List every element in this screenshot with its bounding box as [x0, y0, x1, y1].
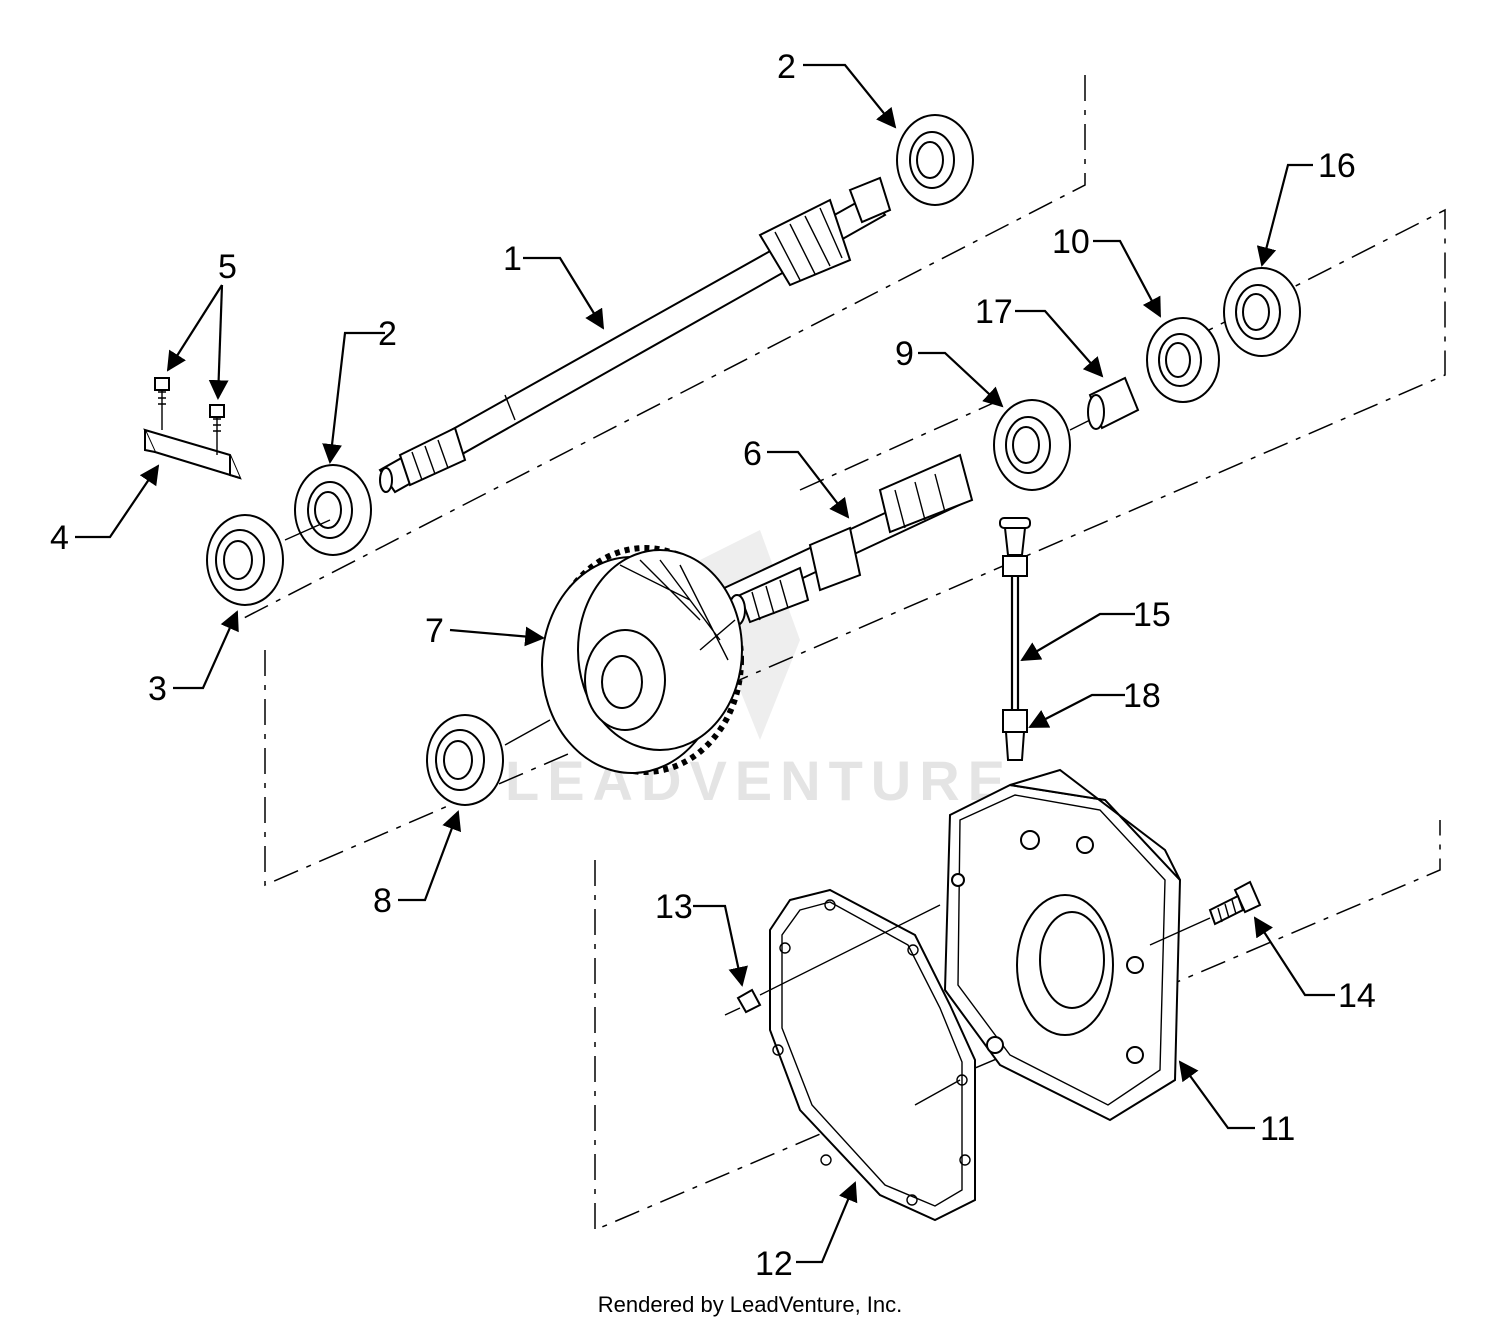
part-13-dowel-pin [724, 904, 941, 1016]
callout-9: 9 [895, 335, 914, 373]
callout-17: 17 [975, 293, 1013, 331]
part-6-countershaft [718, 453, 974, 626]
part-16-bearing [1223, 267, 1301, 357]
assembly-boundary-lines [239, 75, 1446, 1232]
part-10-bearing [1146, 317, 1220, 403]
part-8-bearing [426, 714, 551, 806]
part-18-fill-tube [1002, 709, 1028, 761]
part-7-helical-gear [541, 545, 744, 775]
callout-labels: 1 2 2 3 4 5 6 7 8 9 10 11 12 13 14 15 16… [50, 48, 1376, 1283]
part-1-input-shaft [378, 176, 892, 494]
leader-lines [75, 63, 1335, 1264]
callout-8: 8 [373, 882, 392, 920]
callout-5: 5 [218, 248, 237, 286]
part-3-seal [206, 514, 331, 606]
part-2-bearing-upper [896, 114, 974, 206]
part-17-spacer [1087, 376, 1140, 430]
part-2-bearing-lower [294, 464, 372, 556]
callout-1: 1 [503, 240, 522, 278]
callout-7: 7 [425, 612, 444, 650]
part-5-screws [154, 377, 225, 455]
callout-15: 15 [1133, 596, 1171, 634]
part-12-gasket [769, 888, 976, 1222]
callout-12: 12 [755, 1245, 793, 1283]
part-4-retainer-clip [143, 428, 242, 480]
callout-3: 3 [148, 670, 167, 708]
callout-10: 10 [1052, 223, 1090, 261]
callout-13: 13 [655, 888, 693, 926]
part-14-bolt [1149, 880, 1262, 946]
part-9-bearing [993, 399, 1091, 491]
callout-2-upper: 2 [777, 48, 796, 86]
footer-credit: Rendered by LeadVenture, Inc. [597, 1292, 903, 1317]
part-11-housing-cover [943, 768, 1182, 1122]
callout-6: 6 [743, 435, 762, 473]
callout-16: 16 [1318, 147, 1356, 185]
part-15-dipstick [999, 517, 1031, 710]
callout-14: 14 [1338, 977, 1376, 1015]
watermark-text: LEADVENTURE [505, 749, 1013, 812]
callout-4: 4 [50, 519, 69, 557]
callout-18: 18 [1123, 677, 1161, 715]
callout-2-lower: 2 [378, 315, 397, 353]
callout-11: 11 [1260, 1110, 1295, 1148]
